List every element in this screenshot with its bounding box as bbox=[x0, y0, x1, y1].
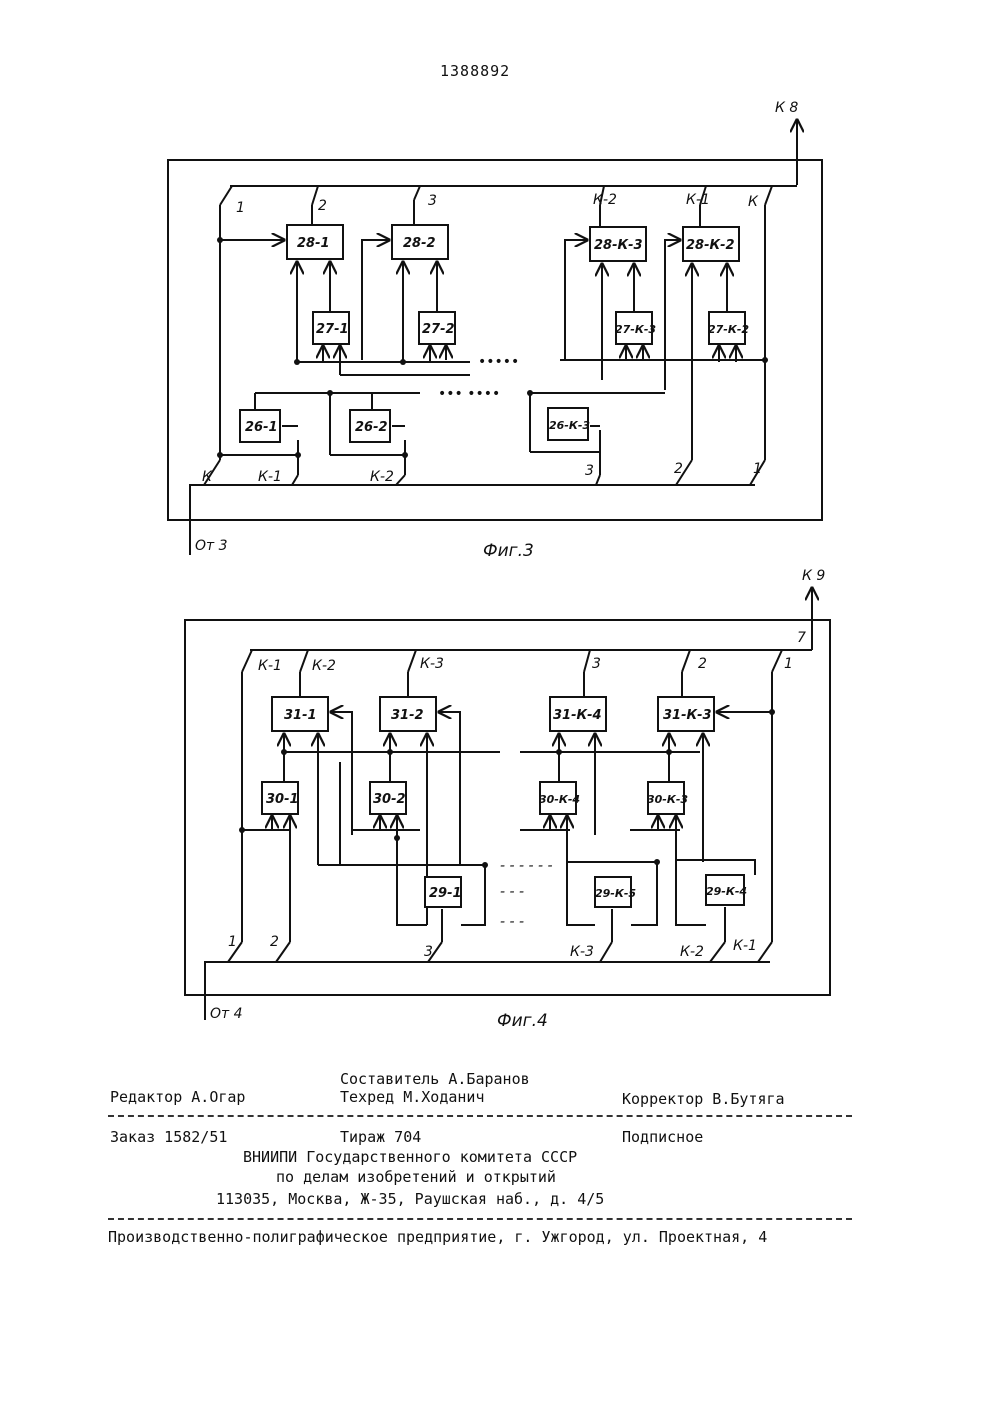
block-29-label: 29-1 bbox=[429, 886, 462, 901]
block-30-label: 30-К-4 bbox=[539, 793, 580, 806]
figures-diagram: К 8 От 3 Фиг.3 1 2 3 К-2 К-1 К 28-1 28-2… bbox=[0, 0, 1000, 1060]
fig3-ellipsis: ••••• bbox=[478, 354, 519, 370]
fig3-bottom-label: К-2 bbox=[370, 469, 394, 485]
fig4-top-label: 1 bbox=[784, 656, 793, 672]
fig4-seven-label: 7 bbox=[797, 630, 806, 646]
block-30-label: 30-1 bbox=[266, 792, 299, 807]
block-30-label: 30-2 bbox=[373, 792, 406, 807]
fig4-top-label: К-2 bbox=[312, 658, 336, 674]
block-30-label: 30-К-3 bbox=[647, 793, 688, 806]
fig3-caption: Фиг.3 bbox=[483, 541, 534, 561]
block-26-label: 26-1 bbox=[245, 420, 278, 435]
fig4-dashes: - - - - - - bbox=[500, 858, 553, 874]
editor: Редактор А.Огар bbox=[110, 1088, 245, 1106]
fig4-dashes: - - - bbox=[500, 914, 524, 930]
block-28-label: 28-2 bbox=[403, 236, 436, 251]
fig4-bottom-label: 1 bbox=[228, 934, 237, 950]
fig3-top-label: 1 bbox=[236, 200, 245, 216]
fig3-ellipsis: ••• •••• bbox=[438, 386, 500, 402]
fig3-top-label: 3 bbox=[428, 193, 437, 209]
fig4: К 9 7 От 4 Фиг.4 К-1 К-2 К-3 3 2 1 31-1 … bbox=[185, 568, 830, 1031]
fig3-output-label: К 8 bbox=[775, 100, 798, 116]
techred: Техред М.Ходанич bbox=[340, 1088, 485, 1106]
fig4-bottom-label: 3 bbox=[424, 944, 433, 960]
fig4-bottom-label: К-3 bbox=[570, 944, 594, 960]
block-28-label: 28-К-2 bbox=[686, 238, 735, 253]
fig3-input-label: От 3 bbox=[195, 538, 228, 554]
circulation: Тираж 704 bbox=[340, 1128, 421, 1146]
org-line-2: по делам изобретений и открытий bbox=[276, 1168, 556, 1186]
fig4-bottom-label: К-1 bbox=[733, 938, 757, 954]
block-27-label: 27-2 bbox=[422, 322, 455, 337]
fig4-top-label: К-1 bbox=[258, 658, 282, 674]
block-29-label: 29-К-4 bbox=[706, 885, 747, 898]
fig3-top-label: К-2 bbox=[593, 192, 617, 208]
fig4-bottom-label: К-2 bbox=[680, 944, 704, 960]
org-line-1: ВНИИПИ Государственного комитета СССР bbox=[243, 1148, 577, 1166]
fig3-top-label: К bbox=[748, 194, 759, 210]
block-28-label: 28-1 bbox=[297, 236, 330, 251]
block-29-label: 29-К-5 bbox=[595, 887, 636, 900]
fig3-top-label: К-1 bbox=[686, 192, 710, 208]
fig4-caption: Фиг.4 bbox=[497, 1011, 548, 1031]
fig3-bottom-label: 2 bbox=[674, 461, 683, 477]
fig3-bottom-label: К-1 bbox=[258, 469, 282, 485]
subscription: Подписное bbox=[622, 1128, 703, 1146]
fig4-input-label: От 4 bbox=[210, 1006, 243, 1022]
fig4-bottom-label: 2 bbox=[270, 934, 279, 950]
fig3-bottom-label: К bbox=[202, 469, 213, 485]
fig4-dashes: - - - bbox=[500, 884, 524, 900]
fig3: К 8 От 3 Фиг.3 1 2 3 К-2 К-1 К 28-1 28-2… bbox=[168, 100, 822, 561]
fig3-top-label: 2 bbox=[318, 198, 327, 214]
block-31-label: 31-1 bbox=[284, 708, 317, 723]
printer: Производственно-полиграфическое предприя… bbox=[108, 1228, 767, 1246]
fig4-top-label: 2 bbox=[698, 656, 707, 672]
divider bbox=[108, 1115, 852, 1117]
corrector: Корректор В.Бутяга bbox=[622, 1090, 785, 1108]
fig4-top-label: 3 bbox=[592, 656, 601, 672]
fig3-bottom-label: 1 bbox=[753, 461, 762, 477]
order: Заказ 1582/51 bbox=[110, 1128, 227, 1146]
compiler: Составитель А.Баранов bbox=[340, 1070, 530, 1088]
address: 113035, Москва, Ж-35, Раушская наб., д. … bbox=[216, 1190, 604, 1208]
block-31-label: 31-К-4 bbox=[553, 708, 602, 723]
block-27-label: 27-К-2 bbox=[708, 323, 749, 336]
block-31-label: 31-К-3 bbox=[663, 708, 712, 723]
block-27-label: 27-1 bbox=[316, 322, 349, 337]
fig4-top-label: К-3 bbox=[420, 656, 444, 672]
block-26-label: 26-2 bbox=[355, 420, 388, 435]
divider bbox=[108, 1218, 852, 1220]
block-31-label: 31-2 bbox=[391, 708, 424, 723]
block-28-label: 28-К-3 bbox=[594, 238, 643, 253]
block-26-label: 26-К-3 bbox=[549, 419, 590, 432]
fig4-output-label: К 9 bbox=[802, 568, 825, 584]
block-27-label: 27-К-3 bbox=[615, 323, 656, 336]
fig3-bottom-label: 3 bbox=[585, 463, 594, 479]
